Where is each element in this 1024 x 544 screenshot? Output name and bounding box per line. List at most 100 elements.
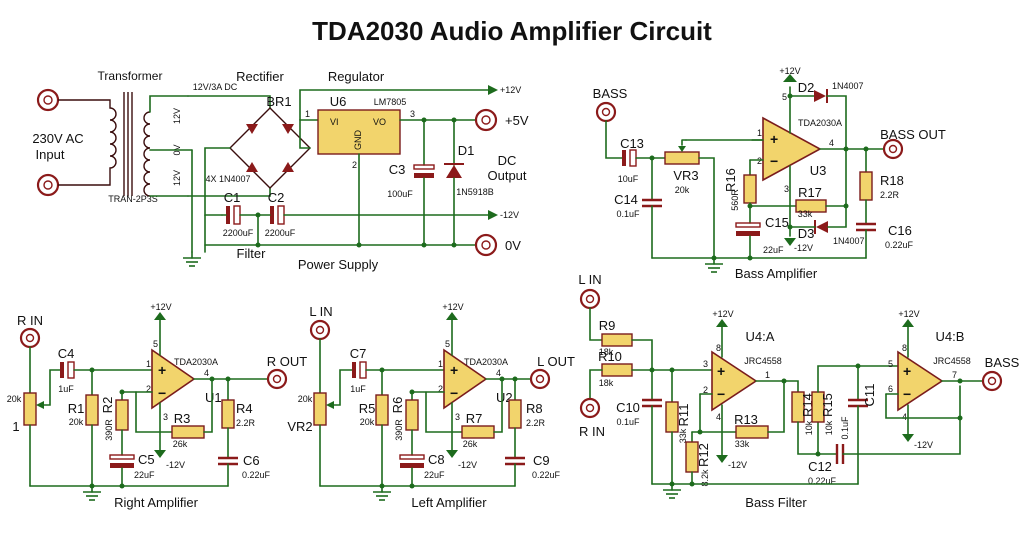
r7-label: R7 <box>466 411 483 426</box>
r1-resistor <box>85 394 99 426</box>
bass-amp-input-label: BASS <box>593 86 628 101</box>
c9-value: 0.22uF <box>532 470 561 480</box>
r2-resistor <box>115 399 129 431</box>
bf-l-in-label: L IN <box>578 272 601 287</box>
transformer-part: TRAN-2P3S <box>108 194 158 204</box>
l-in-label: L IN <box>309 304 332 319</box>
u6-pin3: 3 <box>410 109 415 119</box>
r10-resistor <box>601 363 633 377</box>
l-in-terminal-core <box>315 325 325 335</box>
u1-pin3: 3 <box>163 412 168 422</box>
r-in-label: R IN <box>17 313 43 328</box>
transformer-label: Transformer <box>98 69 163 83</box>
r13-resistor <box>735 425 769 439</box>
r7-value: 26k <box>463 439 478 449</box>
sec-12v-b: 12V <box>172 170 182 186</box>
u6-part: LM7805 <box>374 97 407 107</box>
c4-label: C4 <box>58 346 75 361</box>
r3-label: R3 <box>174 411 191 426</box>
dc-output-label-2: Output <box>487 168 526 183</box>
r8-value: 2.2R <box>526 418 546 428</box>
u1-part: TDA2030A <box>174 357 218 367</box>
u4b-pin5: 5 <box>888 359 893 369</box>
c16-label: C16 <box>888 223 912 238</box>
br1-label: BR1 <box>266 94 291 109</box>
bass-filter-section: L IN R9 18k R10 18k R IN C10 0.1uF R11 3… <box>578 272 1019 510</box>
plus-5v-label: +5V <box>505 113 529 128</box>
bass-filter-section-label: Bass Filter <box>745 495 807 510</box>
left-pot-name: VR2 <box>287 419 312 434</box>
c1-value: 2200uF <box>223 228 254 238</box>
u3-vminus: -12V <box>794 243 813 253</box>
right-pot-pin: 1 <box>12 419 19 434</box>
left-volume-pot[interactable] <box>313 392 327 426</box>
right-amplifier-section: R IN 20k 1 C4 1uF R1 20k + − TDA2030A U1… <box>7 302 308 510</box>
u6-vi: VI <box>330 117 339 127</box>
u3-part: TDA2030A <box>798 118 842 128</box>
u2-part: TDA2030A <box>464 357 508 367</box>
u2-pin4: 4 <box>496 368 501 378</box>
u2-amplifier <box>443 348 488 410</box>
c1-capacitor <box>226 205 241 225</box>
r8-resistor <box>508 399 522 429</box>
u2-vplus: +12V <box>442 302 463 312</box>
u3-plus-sign: + <box>770 131 778 147</box>
r4-value: 2.2R <box>236 418 256 428</box>
u4a-part: JRC4558 <box>744 356 782 366</box>
bass-out-label: BASS OUT <box>880 127 946 142</box>
c2-capacitor <box>270 205 285 225</box>
u4a-plus-sign: + <box>717 363 725 379</box>
c8-label: C8 <box>428 452 445 467</box>
r16-label: R16 <box>723 168 738 192</box>
plus-5v-terminal-core <box>481 115 491 125</box>
r15-value: 10k <box>824 420 834 435</box>
u2-vminus: -12V <box>458 460 477 470</box>
regulator-label: Regulator <box>328 69 385 84</box>
r10-label: R10 <box>598 349 622 364</box>
u3-amplifier <box>762 116 822 182</box>
bf-r-in-label: R IN <box>579 424 605 439</box>
r17-value: 33k <box>798 209 813 219</box>
power-supply-section-label: Power Supply <box>298 257 379 272</box>
rail-minus-12v: -12V <box>500 210 519 220</box>
u3-minus-sign: − <box>770 153 778 169</box>
u6-label: U6 <box>330 94 347 109</box>
ac-input-label-2: Input <box>36 147 65 162</box>
r7-resistor <box>461 425 495 439</box>
r13-label: R13 <box>734 412 758 427</box>
c5-value: 22uF <box>134 470 155 480</box>
u4a-pin3: 3 <box>703 359 708 369</box>
u4b-pin8: 8 <box>902 343 907 353</box>
u3-pin3: 3 <box>784 184 789 194</box>
left-amp-section-label: Left Amplifier <box>411 495 487 510</box>
bf-bass-terminal-core <box>987 376 997 386</box>
u4b-pin6: 6 <box>888 384 893 394</box>
r3-resistor <box>171 425 205 439</box>
c6-value: 0.22uF <box>242 470 271 480</box>
u4b-label: U4:B <box>936 329 965 344</box>
c11-value: 0.1uF <box>840 416 850 440</box>
u3-label: U3 <box>810 163 827 178</box>
right-pot-value: 20k <box>7 394 22 404</box>
u4b-plus-sign: + <box>903 363 911 379</box>
vr3-potentiometer[interactable] <box>664 151 700 165</box>
u1-pin5: 5 <box>153 339 158 349</box>
u6-pin2: 2 <box>352 160 357 170</box>
c7-label: C7 <box>350 346 367 361</box>
r2-label: R2 <box>100 397 115 414</box>
r3-value: 26k <box>173 439 188 449</box>
bass-amplifier-section: BASS C13 10uF VR3 20k C14 0.1uF + − TDA2… <box>593 66 946 281</box>
rail-plus-12v: +12V <box>500 85 521 95</box>
r5-label: R5 <box>359 401 376 416</box>
r4-resistor <box>221 399 235 429</box>
r1-value: 20k <box>69 417 84 427</box>
r16-resistor <box>743 174 757 204</box>
u4a-pin4: 4 <box>716 412 721 422</box>
r18-label: R18 <box>880 173 904 188</box>
l-out-label: L OUT <box>537 354 575 369</box>
c4-value: 1uF <box>58 384 74 394</box>
r18-resistor <box>859 171 873 201</box>
right-volume-pot[interactable] <box>23 392 37 426</box>
u1-pin4: 4 <box>204 368 209 378</box>
vr3-value: 20k <box>675 185 690 195</box>
